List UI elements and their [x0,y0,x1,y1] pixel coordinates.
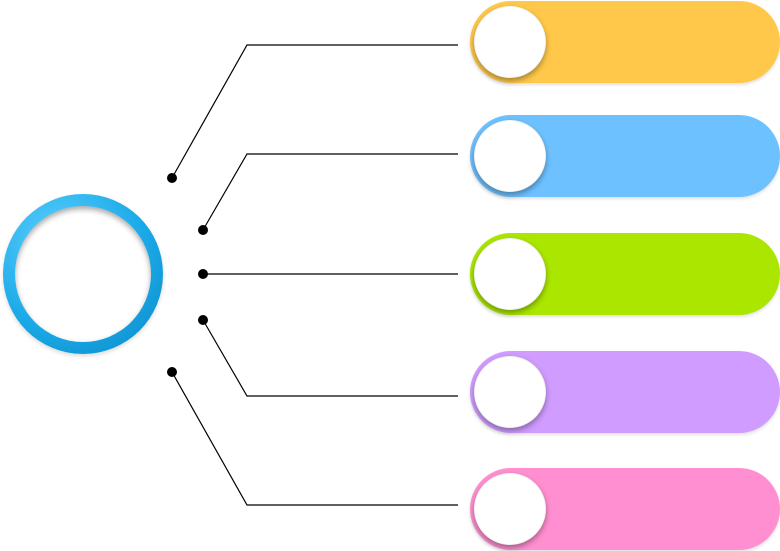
connector-line-4 [202,319,458,397]
connector-dot-1 [167,173,177,183]
pill-circle-2 [474,120,546,192]
central-hub-circle [15,206,151,342]
pill-circle-5 [474,473,546,545]
connector-dot-3 [198,269,208,279]
pill-circle-4 [474,356,546,428]
pill-card-2 [470,115,780,197]
central-hub-ring [3,194,163,354]
pill-card-5 [470,468,780,550]
connector-dot-5 [167,367,177,377]
pill-card-3 [470,233,780,315]
pill-card-4 [470,351,780,433]
pill-circle-1 [474,6,546,78]
pill-circle-3 [474,238,546,310]
connector-line-2 [202,153,458,231]
connector-line-5 [171,371,458,506]
connector-line-1 [171,44,458,179]
connector-dot-4 [198,315,208,325]
pill-card-1 [470,1,780,83]
connector-dot-2 [198,225,208,235]
